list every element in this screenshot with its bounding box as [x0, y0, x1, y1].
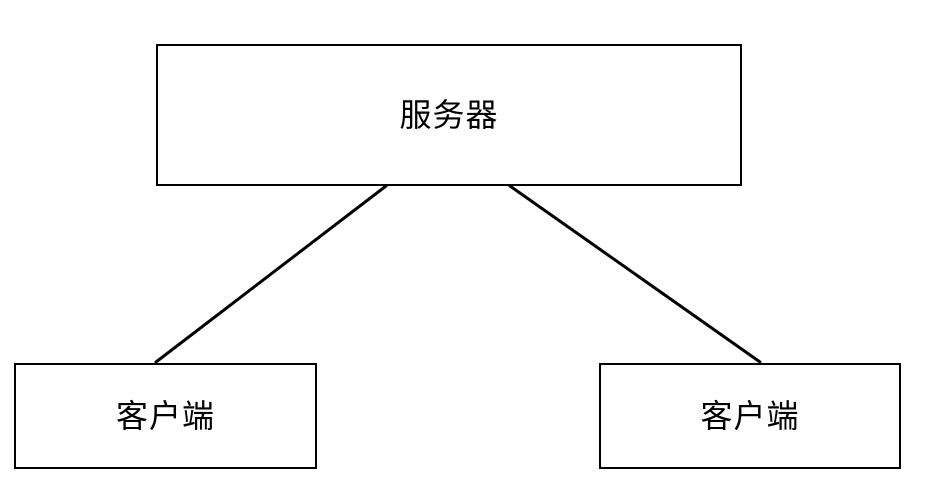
client-label-right: 客户端 — [700, 397, 800, 435]
client-label-left: 客户端 — [115, 397, 215, 435]
server-label: 服务器 — [399, 96, 499, 134]
link-server-to-left-client — [154, 184, 388, 364]
server-node: 服务器 — [156, 44, 742, 186]
client-node-left: 客户端 — [14, 363, 317, 469]
link-server-to-right-client — [508, 184, 762, 364]
client-node-right: 客户端 — [599, 363, 901, 469]
